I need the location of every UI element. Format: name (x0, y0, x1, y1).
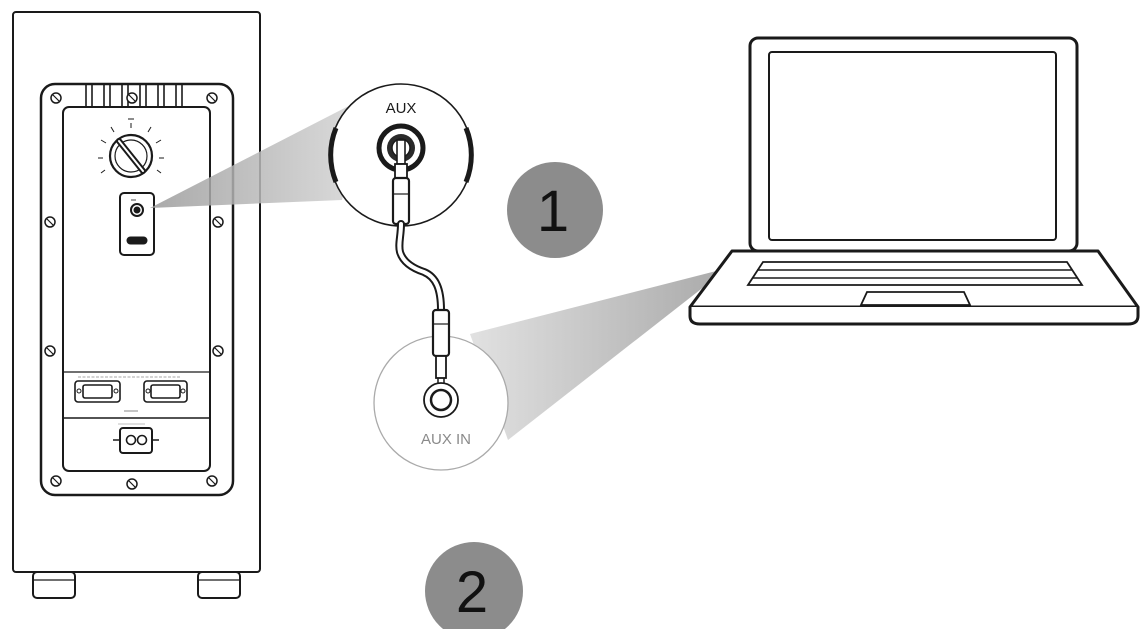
subwoofer (12, 11, 261, 599)
aux-jack-small (130, 203, 144, 217)
audio-cable (395, 220, 445, 314)
laptop-lid (748, 36, 1079, 253)
step-badge-2: 2 (425, 542, 523, 634)
zoom-beam-aux (150, 95, 370, 208)
step-number-1: 1 (537, 179, 569, 244)
power-inlet (113, 427, 159, 454)
rear-panel-inner (62, 106, 211, 472)
aux-in-label: AUX IN (421, 431, 471, 448)
subwoofer-foot-left (32, 571, 76, 599)
heatsink-fins (85, 84, 183, 107)
step-badge-1: 1 (507, 162, 603, 258)
volume-knob (108, 133, 154, 179)
speaker-connector-left (74, 380, 121, 403)
laptop-base-edge (688, 307, 1140, 326)
laptop-screen (768, 51, 1057, 241)
speaker-connector-right (143, 380, 188, 403)
subwoofer-foot-right (197, 571, 241, 599)
knob-tick-marks (98, 123, 164, 174)
aux-module (119, 192, 155, 256)
usb-port (126, 236, 148, 245)
rear-panel-frame (39, 82, 235, 497)
laptop-deck (688, 249, 1140, 309)
subwoofer-cabinet (12, 11, 261, 573)
aux-zoom-callout (328, 83, 474, 227)
laptop-trackpad (859, 291, 972, 306)
aux-label: AUX (386, 100, 417, 117)
step-number-2: 2 (456, 560, 488, 625)
zoom-beam-laptop (470, 268, 728, 440)
laptop (688, 36, 1140, 326)
aux-in-zoom-callout (373, 308, 509, 471)
